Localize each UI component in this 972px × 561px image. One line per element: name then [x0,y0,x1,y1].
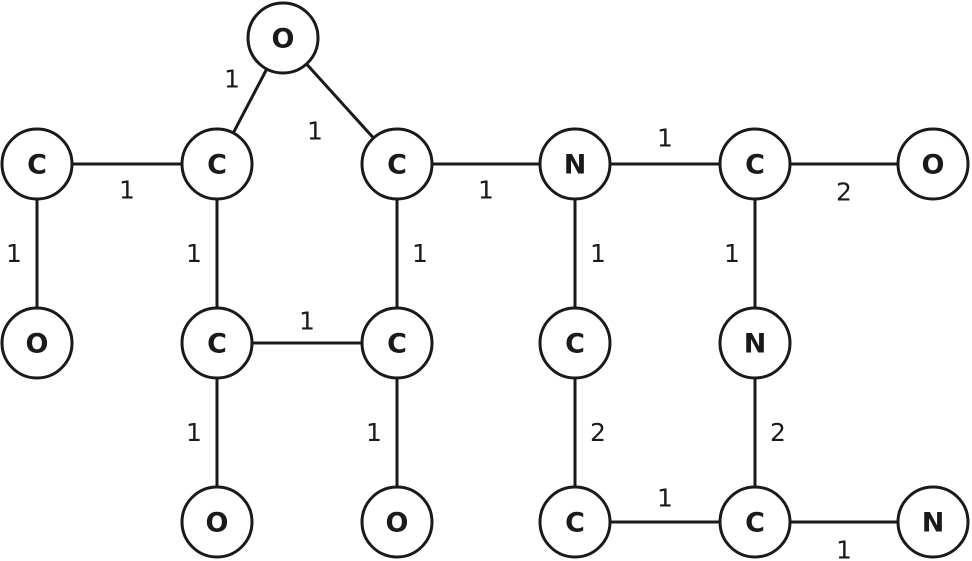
node-label: O [206,508,229,539]
edge-label-n4-n5: 1 [657,124,673,153]
node-label: C [565,329,585,360]
node-circle [0,127,74,201]
node-circle [360,127,434,201]
node-label: C [207,329,227,360]
node-n14: C [538,485,612,559]
node-n10: C [538,306,612,380]
edge-label-n1-n7: 1 [6,239,22,268]
node-n6: O [896,127,970,201]
node-circle [180,127,254,201]
node-label: C [387,329,407,360]
node-circle [896,127,970,201]
node-label: C [387,150,407,181]
edge-label-n14-n15: 1 [657,484,673,513]
node-circle [180,485,254,559]
node-label: N [922,508,945,539]
node-circle [360,306,434,380]
node-n7: O [0,306,74,380]
node-circle [246,1,320,75]
node-n15: C [718,485,792,559]
node-n2: C [180,127,254,201]
edge-label-n11-n15: 2 [770,418,786,447]
edge-label-n10-n14: 2 [590,418,606,447]
node-label: N [744,329,767,360]
node-circle [180,306,254,380]
edge-label-n5-n6: 2 [836,178,852,207]
node-label: O [26,329,49,360]
edges-layer [35,36,933,524]
node-n9: C [360,306,434,380]
node-circle [360,485,434,559]
node-label: C [745,508,765,539]
node-label: O [272,24,295,55]
node-n4: N [538,127,612,201]
node-circle [538,306,612,380]
edge-label-n8-n12: 1 [186,418,202,447]
node-n5: C [718,127,792,201]
node-label: C [565,508,585,539]
edge-label-n0-n2: 1 [224,65,240,94]
node-label: O [386,508,409,539]
node-circle [718,485,792,559]
edge-label-n15-n16: 1 [836,536,852,561]
node-n3: C [360,127,434,201]
node-circle [896,485,970,559]
edge-label-n3-n4: 1 [478,176,494,205]
node-label: C [27,150,47,181]
node-circle [538,127,612,201]
node-circle [718,306,792,380]
node-circle [538,485,612,559]
edge-label-n5-n11: 1 [724,239,740,268]
edge-labels-layer: 1 1 1 1 1 2 1 1 1 1 1 1 1 1 2 2 1 1 [6,65,852,561]
node-n0: O [246,1,320,75]
node-circle [718,127,792,201]
node-n1: C [0,127,74,201]
edge-label-n4-n10: 1 [590,239,606,268]
node-label: C [207,150,227,181]
edge-label-n9-n13: 1 [366,418,382,447]
node-label: N [564,150,587,181]
edge-label-n8-n9: 1 [299,307,315,336]
node-label: C [745,150,765,181]
node-n16: N [896,485,970,559]
edge-label-n3-n9: 1 [412,239,428,268]
node-label: O [922,150,945,181]
node-n11: N [718,306,792,380]
edge-label-n0-n3: 1 [307,117,323,146]
node-n12: O [180,485,254,559]
node-n13: O [360,485,434,559]
edge-label-n1-n2: 1 [119,176,135,205]
node-circle [0,306,74,380]
node-n8: C [180,306,254,380]
edge-label-n2-n8: 1 [186,239,202,268]
